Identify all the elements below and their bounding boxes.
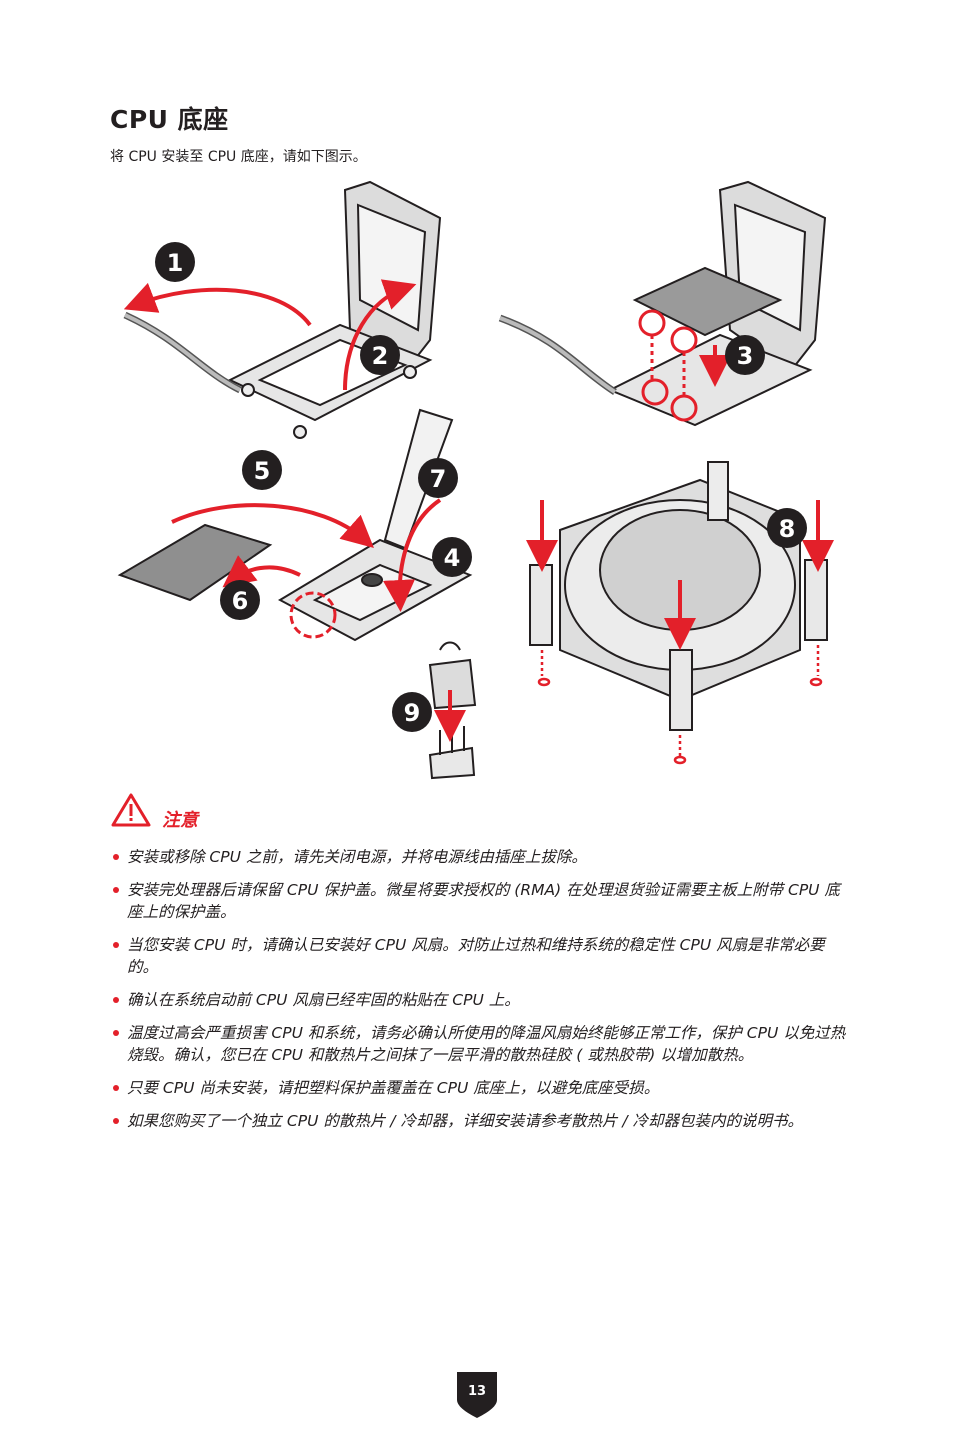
cpu-installation-figure: 1 2 3 5 7 xyxy=(117,180,834,780)
step-badge-3: 3 xyxy=(725,335,765,375)
step1-arrow xyxy=(123,282,312,327)
page-number: 13 xyxy=(467,1384,487,1399)
intro-text: 将 CPU 安装至 CPU 底座，请如下图示。 xyxy=(110,149,367,165)
notice-item: 确认在系统启动前 CPU 风扇已经牢固的粘贴在 CPU 上。 xyxy=(110,989,855,1011)
step-badge-7: 7 xyxy=(418,458,458,498)
step-number-6: 6 xyxy=(232,587,249,615)
step-number-5: 5 xyxy=(254,457,271,485)
step-badge-1: 1 xyxy=(155,242,195,282)
step-badge-8: 8 xyxy=(767,508,807,548)
step-number-3: 3 xyxy=(737,342,754,370)
notice-label: 注意 xyxy=(162,810,198,831)
notice-item: 安装完处理器后请保留 CPU 保护盖。微星将要求授权的 (RMA) 在处理退货验… xyxy=(110,879,855,923)
step-number-7: 7 xyxy=(430,465,447,493)
step-number-4: 4 xyxy=(444,544,461,572)
step-badge-2: 2 xyxy=(360,335,400,375)
notice-item: 温度过高会严重损害 CPU 和系统，请务必确认所使用的降温风扇始终能够正常工作，… xyxy=(110,1022,855,1066)
fan-connector-illustration xyxy=(428,641,477,780)
notice-item: 只要 CPU 尚未安装，请把塑料保护盖覆盖在 CPU 底座上，以避免底座受损。 xyxy=(110,1077,855,1099)
step-number-2: 2 xyxy=(372,342,389,370)
step2-arrow xyxy=(343,279,417,391)
step-number-1: 1 xyxy=(167,249,184,277)
step-badge-6: 6 xyxy=(220,580,260,620)
notice-list: 安装或移除 CPU 之前，请先关闭电源，并将电源线由插座上拔除。 安装完处理器后… xyxy=(110,846,855,1143)
socket-open-illustration xyxy=(123,180,442,439)
step-badge-4: 4 xyxy=(432,537,472,577)
cpu-insert-illustration xyxy=(498,180,827,427)
page-title: CPU 底座 xyxy=(110,105,229,134)
notice-item: 当您安装 CPU 时，请确认已安装好 CPU 风扇。对防止过热和维持系统的稳定性… xyxy=(110,934,855,978)
step-number-8: 8 xyxy=(779,515,796,543)
step4-arrow xyxy=(383,498,442,612)
warning-triangle-icon xyxy=(111,793,151,827)
page-number-badge: 13 xyxy=(457,1372,497,1418)
notice-item: 安装或移除 CPU 之前，请先关闭电源，并将电源线由插座上拔除。 xyxy=(110,846,855,868)
step5-arrow xyxy=(171,503,374,548)
step-badge-5: 5 xyxy=(242,450,282,490)
lever-lock-marker xyxy=(289,591,337,639)
shield-icon xyxy=(457,1372,497,1418)
step6-arrow xyxy=(222,555,301,588)
step-number-9: 9 xyxy=(404,699,421,727)
alignment-markers xyxy=(638,309,698,422)
push-pin-arrows xyxy=(526,500,834,650)
pin-guides xyxy=(537,645,823,765)
step-badge-9: 9 xyxy=(392,692,432,732)
notice-header: 注意 xyxy=(110,792,850,832)
notice-item: 如果您购买了一个独立 CPU 的散热片 / 冷却器，详细安装请参考散热片 / 冷… xyxy=(110,1110,855,1132)
